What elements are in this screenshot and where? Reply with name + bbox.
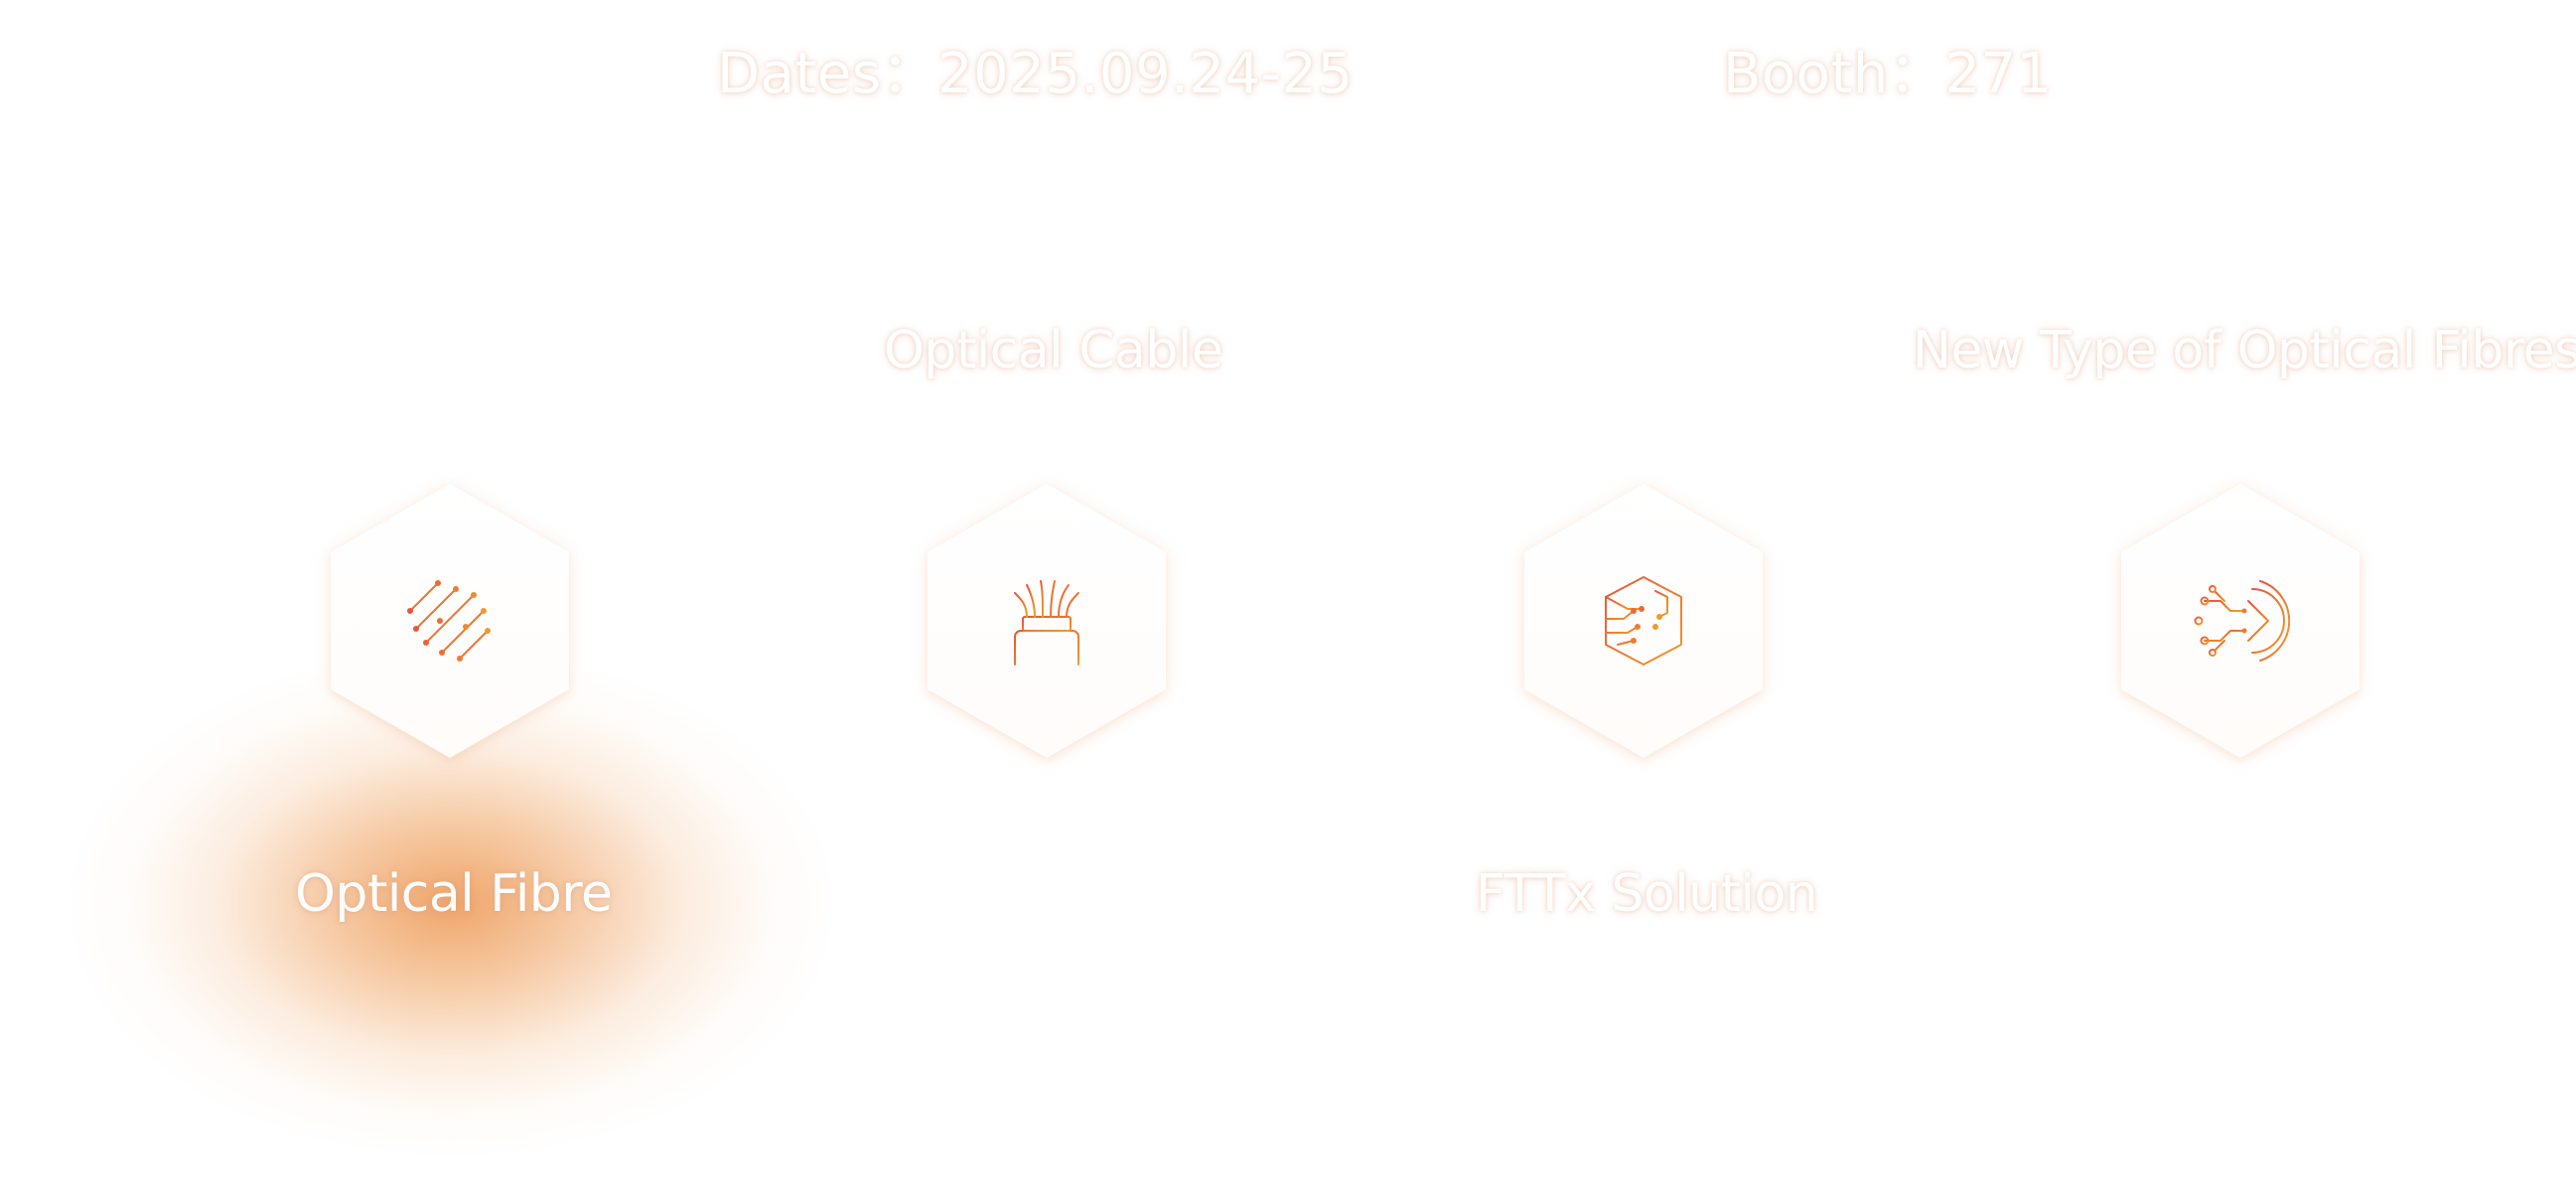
category-label-new-type-optical-fibres[interactable]: New Type of Optical Fibres bbox=[1913, 321, 2576, 380]
circuit-cube-icon bbox=[1605, 576, 1682, 666]
category-tile-optical-cable[interactable] bbox=[928, 484, 1166, 758]
event-booth: Booth：271 bbox=[1723, 42, 2053, 106]
category-tile-optical-fibre[interactable] bbox=[331, 484, 569, 758]
category-tile-new-type-optical-fibres[interactable] bbox=[2121, 484, 2360, 758]
category-label-optical-cable[interactable]: Optical Cable bbox=[884, 321, 1223, 380]
category-label-optical-fibre[interactable]: Optical Fibre bbox=[295, 864, 613, 924]
category-label-fttx-solution[interactable]: FTTx Solution bbox=[1476, 864, 1818, 924]
category-tile-fttx-solution[interactable] bbox=[1524, 484, 1763, 758]
cable-bundle-icon bbox=[1014, 580, 1079, 666]
event-dates: Dates：2025.09.24-25 bbox=[717, 42, 1354, 106]
fibre-lines-icon bbox=[407, 580, 491, 662]
data-arrow-icon bbox=[2194, 580, 2290, 662]
